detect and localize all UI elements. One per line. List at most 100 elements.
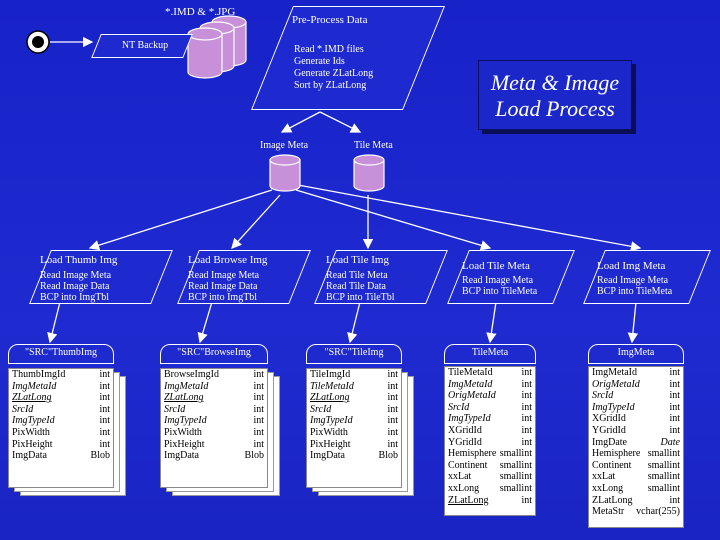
field-type: smallint bbox=[647, 459, 680, 471]
preprocess-label: Pre-Process Data bbox=[292, 14, 368, 26]
field-type: int bbox=[669, 401, 680, 413]
field-type: int bbox=[253, 392, 264, 404]
field-type: smallint bbox=[647, 482, 680, 494]
table-row: YGridId int bbox=[589, 425, 683, 437]
field-name: ImgMetaId bbox=[592, 367, 637, 378]
load-title: Load Browse Img bbox=[188, 254, 268, 266]
field-name: PixHeight bbox=[310, 438, 351, 450]
field-type: int bbox=[669, 424, 680, 436]
load-line: Read Image Meta bbox=[40, 270, 112, 281]
field-type: int bbox=[253, 438, 264, 450]
arrow-load5-to-table5 bbox=[627, 301, 639, 344]
source-files-label: *.IMD & *.JPG bbox=[165, 6, 236, 18]
table-row: Continent smallint bbox=[445, 460, 535, 472]
field-type: int bbox=[387, 415, 398, 427]
field-name: OrigMetaId bbox=[448, 390, 496, 402]
field-name: SrcId bbox=[310, 403, 332, 415]
field-name: PixHeight bbox=[164, 438, 205, 450]
field-type: smallint bbox=[499, 459, 532, 471]
diagram-title: Meta & Image Load Process bbox=[478, 60, 632, 130]
load-browse-img-text: Load Browse Img Read Image Meta Read Ima… bbox=[188, 254, 267, 303]
source-db-cylinders bbox=[187, 15, 247, 79]
load-line: Read Image Data bbox=[188, 281, 258, 292]
load-img-meta-text: Load Img Meta Read Image Meta BCP into T… bbox=[597, 260, 672, 297]
field-name: ZLatLong bbox=[310, 392, 350, 404]
table-row: SrcId int bbox=[445, 402, 535, 414]
field-type: int bbox=[253, 369, 264, 380]
preprocess-step: Read *.IMD files bbox=[294, 44, 364, 55]
field-name: TileMetaId bbox=[310, 380, 354, 392]
field-name: ImgTypeId bbox=[310, 415, 353, 427]
field-name: ImgData bbox=[12, 450, 47, 462]
field-type: smallint bbox=[647, 471, 680, 483]
field-type: smallint bbox=[499, 471, 532, 483]
field-name: TileMetaId bbox=[448, 367, 493, 378]
arrow-preprocess-split-right bbox=[319, 111, 362, 133]
table-header-img-meta: ImgMeta bbox=[588, 344, 684, 364]
load-line: BCP into ImgTbl bbox=[188, 292, 258, 303]
field-type: Date bbox=[660, 436, 680, 448]
field-name: ZLatLong bbox=[448, 494, 489, 506]
load-title: Load Tile Meta bbox=[462, 260, 530, 272]
load-line: Read Image Meta bbox=[188, 270, 260, 281]
field-type: int bbox=[669, 378, 680, 390]
load-title: Load Img Meta bbox=[597, 260, 666, 272]
load-thumb-img-text: Load Thumb Img Read Image Meta Read Imag… bbox=[40, 254, 117, 303]
image-meta-cylinder bbox=[269, 154, 301, 192]
field-type: int bbox=[99, 426, 110, 438]
field-type: int bbox=[99, 392, 110, 404]
field-name: Continent bbox=[448, 459, 488, 471]
field-type: int bbox=[253, 415, 264, 427]
table-header-browse-img: "SRC"BrowseImg bbox=[160, 344, 268, 364]
field-type: int bbox=[521, 401, 532, 413]
field-type: smallint bbox=[499, 448, 532, 460]
load-line: BCP into ImgTbl bbox=[40, 292, 110, 303]
field-name: ImgTypeId bbox=[592, 401, 635, 413]
field-name: YGridId bbox=[448, 436, 482, 448]
arrow-load2-to-table2 bbox=[197, 301, 213, 344]
diagram-title-line2: Load Process bbox=[495, 96, 615, 121]
field-name: Hemisphere bbox=[448, 448, 497, 460]
nt-backup-label: NT Backup bbox=[121, 40, 169, 51]
arrow-imgmeta-to-load2 bbox=[231, 194, 281, 249]
table-row: PixHeight int bbox=[161, 439, 267, 451]
load-title: Load Thumb Img bbox=[40, 254, 118, 266]
load-line: BCP into TileMeta bbox=[462, 286, 538, 297]
field-name: xxLat bbox=[448, 471, 472, 483]
field-name: MetaStr bbox=[592, 506, 625, 518]
field-name: SrcId bbox=[448, 401, 470, 413]
field-name: PixWidth bbox=[12, 426, 50, 438]
field-type: vchar(255) bbox=[636, 506, 680, 518]
field-name: PixWidth bbox=[310, 426, 348, 438]
field-type: Blob bbox=[244, 450, 264, 462]
field-name: YGridId bbox=[592, 424, 626, 436]
field-type: Blob bbox=[90, 450, 110, 462]
tile-meta-label: Tile Meta bbox=[354, 140, 393, 151]
table-header-thumb-img: "SRC"ThumbImg bbox=[8, 344, 114, 364]
load-tile-meta-text: Load Tile Meta Read Image Meta BCP into … bbox=[462, 260, 537, 297]
table-header-tile-img: "SRC"TileImg bbox=[306, 344, 402, 364]
field-name: SrcId bbox=[12, 403, 34, 415]
field-type: int bbox=[669, 413, 680, 425]
load-line: BCP into TileMeta bbox=[597, 286, 673, 297]
